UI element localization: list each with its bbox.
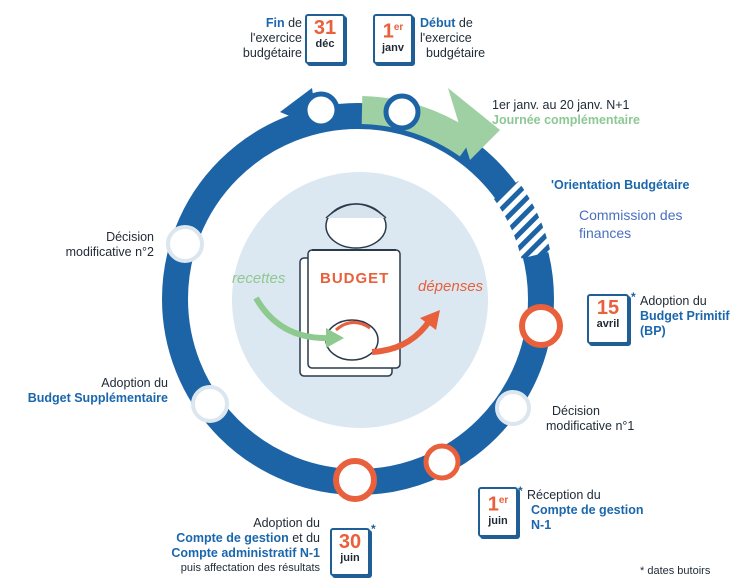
complementary-arrow — [448, 88, 500, 160]
ca-deadline-star: * — [371, 522, 376, 536]
node-debut-exercice — [383, 93, 421, 131]
node-fin-exercice — [302, 91, 340, 129]
node-ca — [333, 458, 377, 502]
recettes-label: recettes — [232, 270, 286, 287]
calendar-15-avril: 15 avril — [587, 294, 629, 344]
footnote: * dates butoirs — [640, 565, 711, 577]
calendar-1er-janv: 1er janv — [373, 14, 413, 64]
node-bs — [191, 385, 229, 423]
recettes-arrow — [253, 296, 331, 342]
reception-deadline-star: * — [518, 484, 523, 498]
debut-exercice-label: Début de l'exercice budgétaire — [420, 16, 486, 60]
reception-label: Réception du Compte de gestion N-1 — [527, 488, 644, 532]
complementary-label: 1er janv. au 20 janv. N+1 Journée complé… — [492, 98, 640, 127]
calendar-31-dec: 31 déc — [305, 14, 345, 64]
orientation-label: 'Orientation Budgétaire — [551, 178, 690, 192]
depenses-arrow — [371, 318, 433, 355]
calendar-1er-juin: 1er juin — [478, 487, 518, 537]
calendar-30-juin: 30 juin — [330, 528, 370, 576]
node-bp — [519, 304, 563, 348]
dm2-label: Décision modificative n°2 — [65, 230, 154, 259]
ca-label: Adoption du Compte de gestion et du Comp… — [171, 516, 320, 574]
fin-exercice-label: Fin de l'exercice budgétaire — [242, 16, 302, 60]
bp-deadline-star: * — [631, 290, 636, 304]
depenses-label: dépenses — [418, 278, 484, 295]
commission-label: Commission des finances — [579, 207, 683, 241]
bs-label: Adoption du Budget Supplémentaire — [27, 376, 168, 405]
dm1-label: Décision modificative n°1 — [546, 404, 635, 433]
budget-illustration — [253, 203, 440, 377]
orientation-segment — [493, 181, 551, 259]
node-reception — [423, 443, 461, 481]
node-dm2 — [166, 225, 204, 263]
budget-title: BUDGET — [320, 270, 390, 287]
bp-label: Adoption du Budget Primitif (BP) — [640, 294, 730, 338]
node-dm1 — [495, 390, 531, 426]
